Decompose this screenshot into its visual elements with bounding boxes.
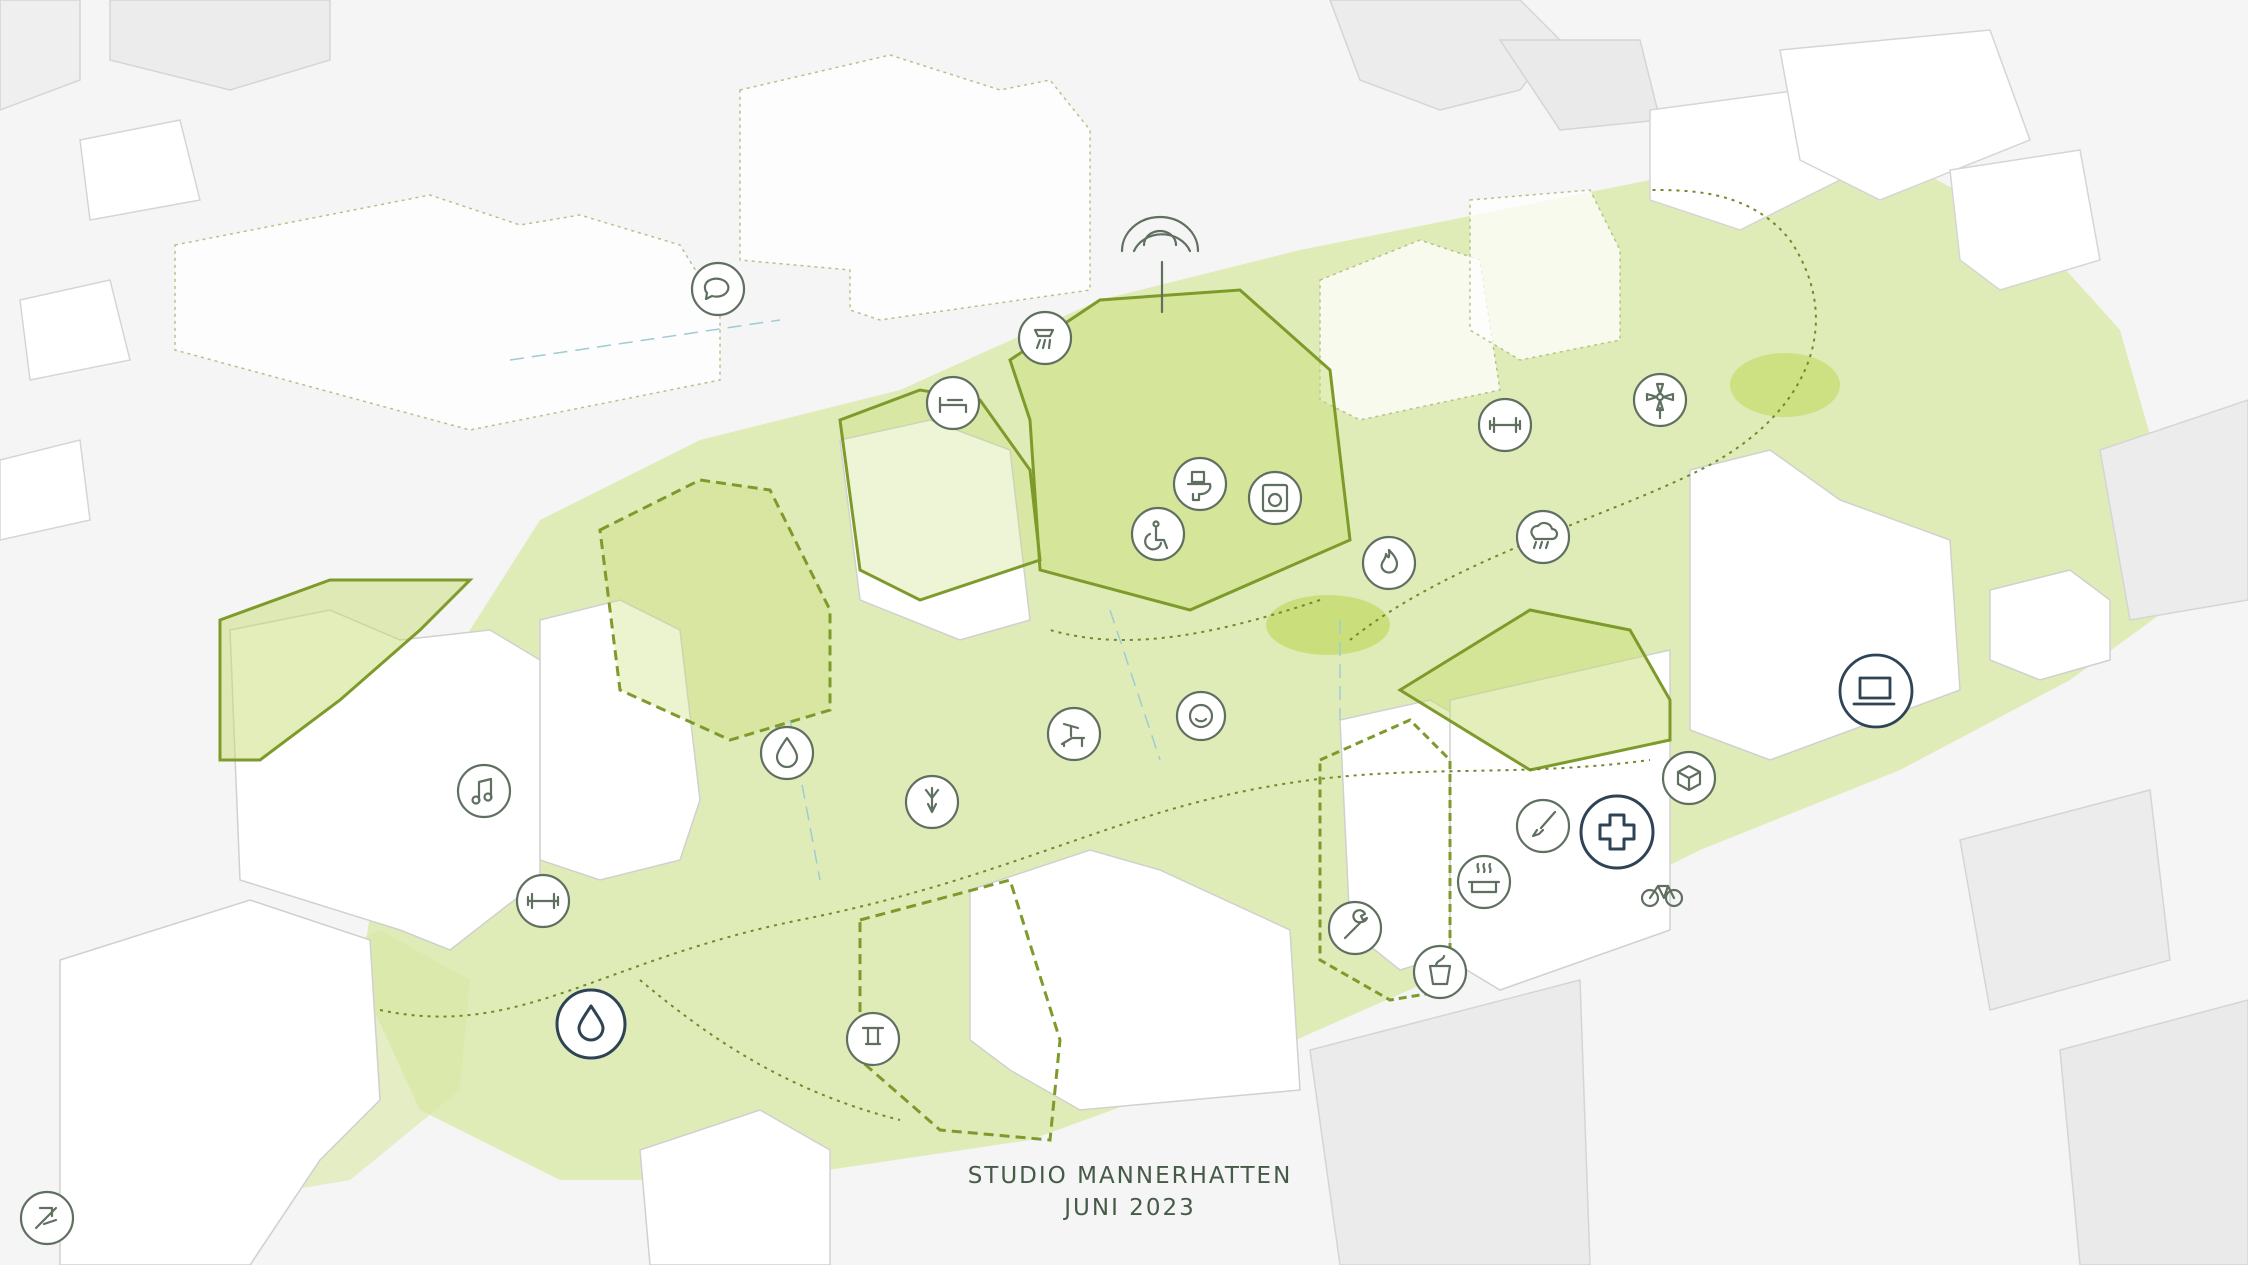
- green-spot: [1730, 353, 1840, 417]
- cooking-pot-icon: [1458, 856, 1510, 908]
- bed-icon: [927, 377, 979, 429]
- laptop-icon: [1840, 655, 1912, 727]
- carrot-icon: [906, 776, 958, 828]
- fire-icon: [1363, 537, 1415, 589]
- water-drop-icon: [557, 990, 625, 1058]
- paintbrush-icon: [1517, 800, 1569, 852]
- garden-tools-icon: [21, 1192, 73, 1244]
- sun-lounger-icon: [1048, 708, 1100, 760]
- speech-bubble-icon: [692, 263, 744, 315]
- toilet-icon: [1174, 458, 1226, 510]
- first-aid-cross-icon: [1581, 796, 1653, 868]
- dumbbell-icon: [1479, 399, 1531, 451]
- studio-credit: STUDIO MANNERHATTEN: [870, 1163, 1390, 1189]
- music-note-icon: [458, 765, 510, 817]
- date-credit: JUNI 2023: [870, 1195, 1390, 1221]
- smiley-icon: [1177, 692, 1225, 740]
- compost-bin-icon: [1414, 946, 1466, 998]
- package-icon: [1663, 752, 1715, 804]
- rain-cloud-icon: [1517, 511, 1569, 563]
- flower-icon: [1634, 374, 1686, 426]
- wheelchair-icon: [1132, 508, 1184, 560]
- dumbbell-icon: [517, 875, 569, 927]
- swing-icon: [847, 1013, 899, 1065]
- water-drop-icon: [761, 727, 813, 779]
- washing-machine-icon: [1249, 472, 1301, 524]
- shower-icon: [1019, 312, 1071, 364]
- wrench-icon: [1329, 902, 1381, 954]
